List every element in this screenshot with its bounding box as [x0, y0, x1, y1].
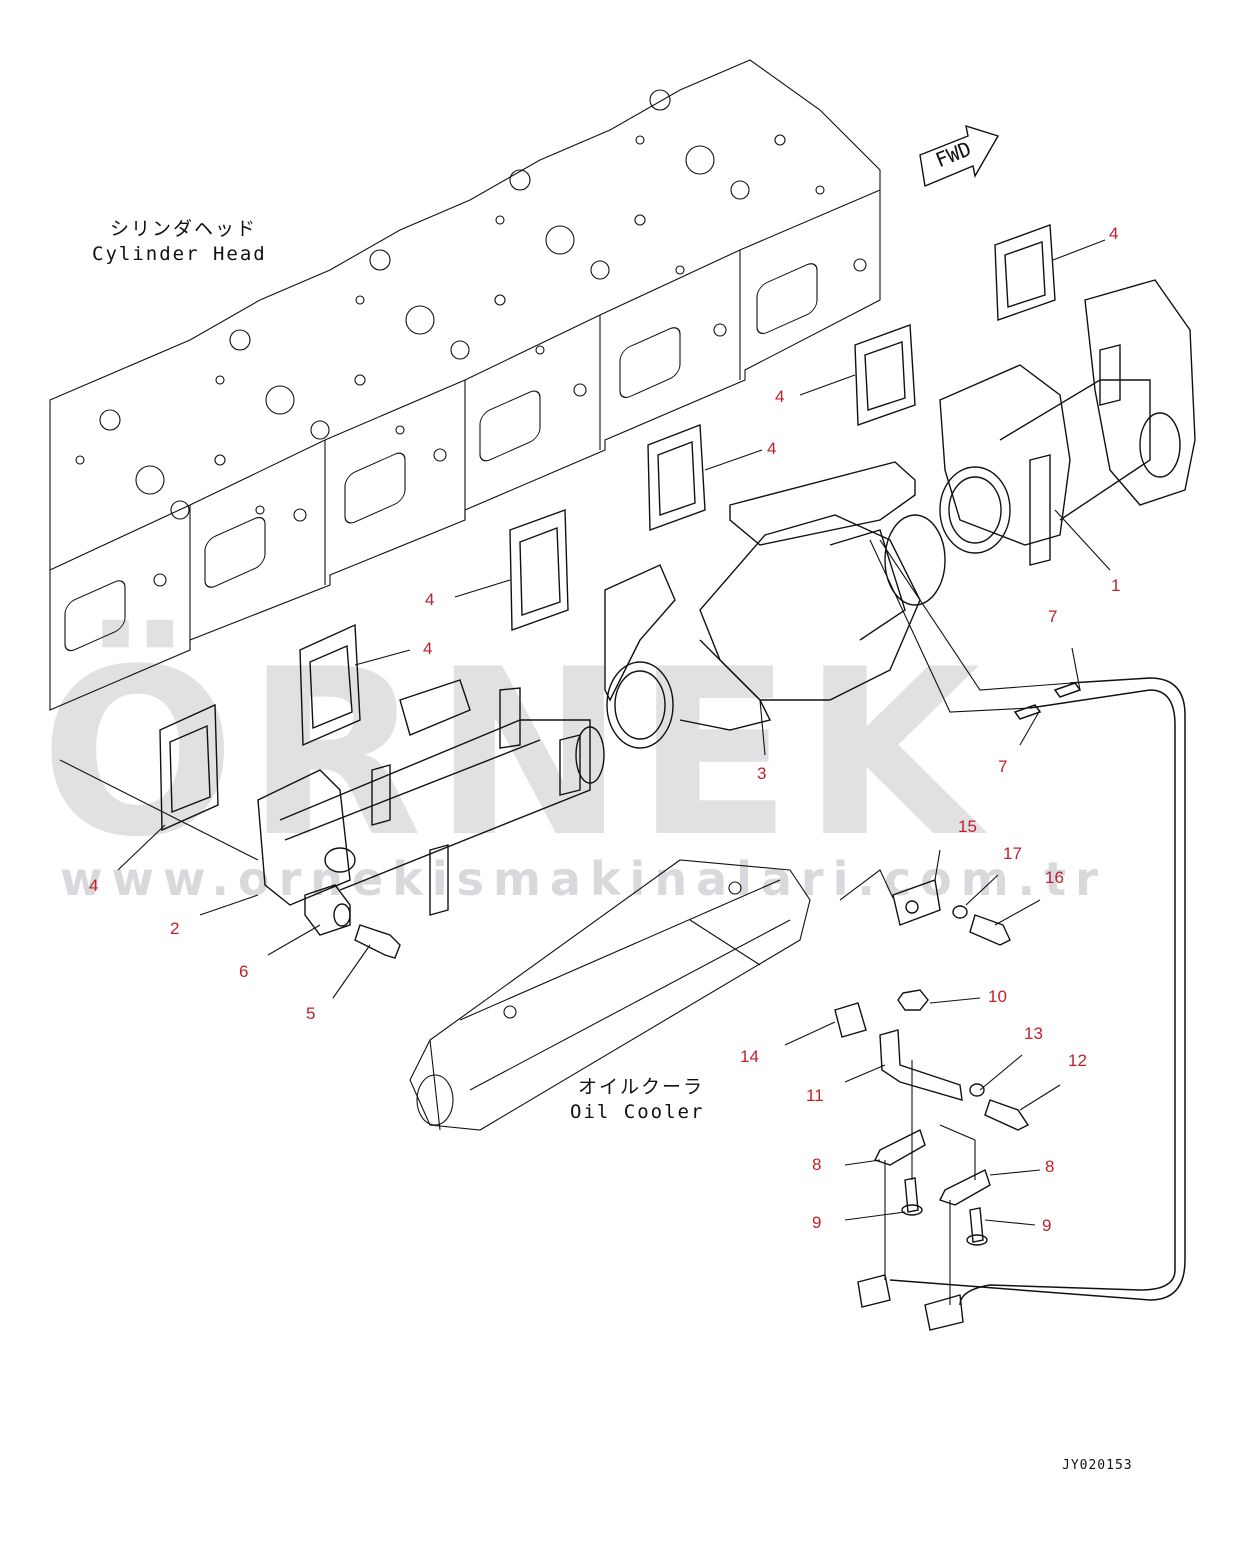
temperature-sensor-harness — [889, 677, 1186, 1306]
callout-part-11[interactable]: 11 — [806, 1086, 824, 1105]
oil-cooler-outline — [409, 859, 811, 1131]
fwd-arrow-icon — [919, 124, 1000, 187]
oil-cooler-caption-jp: オイルクーラ — [578, 1076, 705, 1098]
drawing-code: JY020153 — [1062, 1458, 1133, 1473]
callout-part-4[interactable]: 4 — [425, 590, 435, 609]
callout-part-7[interactable]: 7 — [998, 757, 1008, 776]
callout-part-9[interactable]: 9 — [1042, 1216, 1052, 1235]
callout-part-5[interactable]: 5 — [306, 1004, 316, 1023]
callout-part-4[interactable]: 4 — [1109, 224, 1119, 243]
exhaust-manifold-rear — [939, 279, 1196, 566]
callout-part-4[interactable]: 4 — [767, 439, 777, 458]
callout-part-8[interactable]: 8 — [812, 1155, 822, 1174]
callout-part-17[interactable]: 17 — [1003, 844, 1022, 863]
watermark-brand: ÖRNEK — [40, 621, 991, 888]
callout-part-4[interactable]: 4 — [89, 876, 99, 895]
callout-part-8[interactable]: 8 — [1045, 1157, 1055, 1176]
callout-part-14[interactable]: 14 — [740, 1047, 759, 1066]
callout-part-13[interactable]: 13 — [1024, 1024, 1043, 1043]
cylinder-head-outline — [49, 59, 881, 711]
callout-part-10[interactable]: 10 — [988, 987, 1007, 1006]
exhaust-manifold-front — [257, 679, 605, 916]
callout-part-15[interactable]: 15 — [958, 817, 977, 836]
callout-part-4[interactable]: 4 — [775, 387, 785, 406]
callout-part-2[interactable]: 2 — [170, 919, 180, 938]
gasket-group — [159, 224, 1056, 832]
callout-part-12[interactable]: 12 — [1068, 1051, 1087, 1070]
oil-cooler-caption-en: Oil Cooler — [570, 1101, 705, 1123]
exhaust-manifold-center — [604, 461, 946, 749]
callout-part-16[interactable]: 16 — [1045, 868, 1064, 887]
leader-lines — [59, 239, 1111, 1305]
cylinder-head-caption-en: Cylinder Head — [92, 243, 267, 265]
callout-part-3[interactable]: 3 — [757, 764, 767, 783]
callout-part-9[interactable]: 9 — [812, 1213, 822, 1232]
callout-part-4[interactable]: 4 — [423, 639, 433, 658]
cylinder-head-caption-jp: シリンダヘッド — [110, 218, 258, 240]
watermark-url: www.ornekismakinalari.com.tr — [60, 852, 1107, 906]
callout-part-7[interactable]: 7 — [1048, 607, 1058, 626]
callout-part-1[interactable]: 1 — [1111, 576, 1121, 595]
callout-part-6[interactable]: 6 — [239, 962, 249, 981]
fasteners-group — [304, 879, 1030, 1331]
